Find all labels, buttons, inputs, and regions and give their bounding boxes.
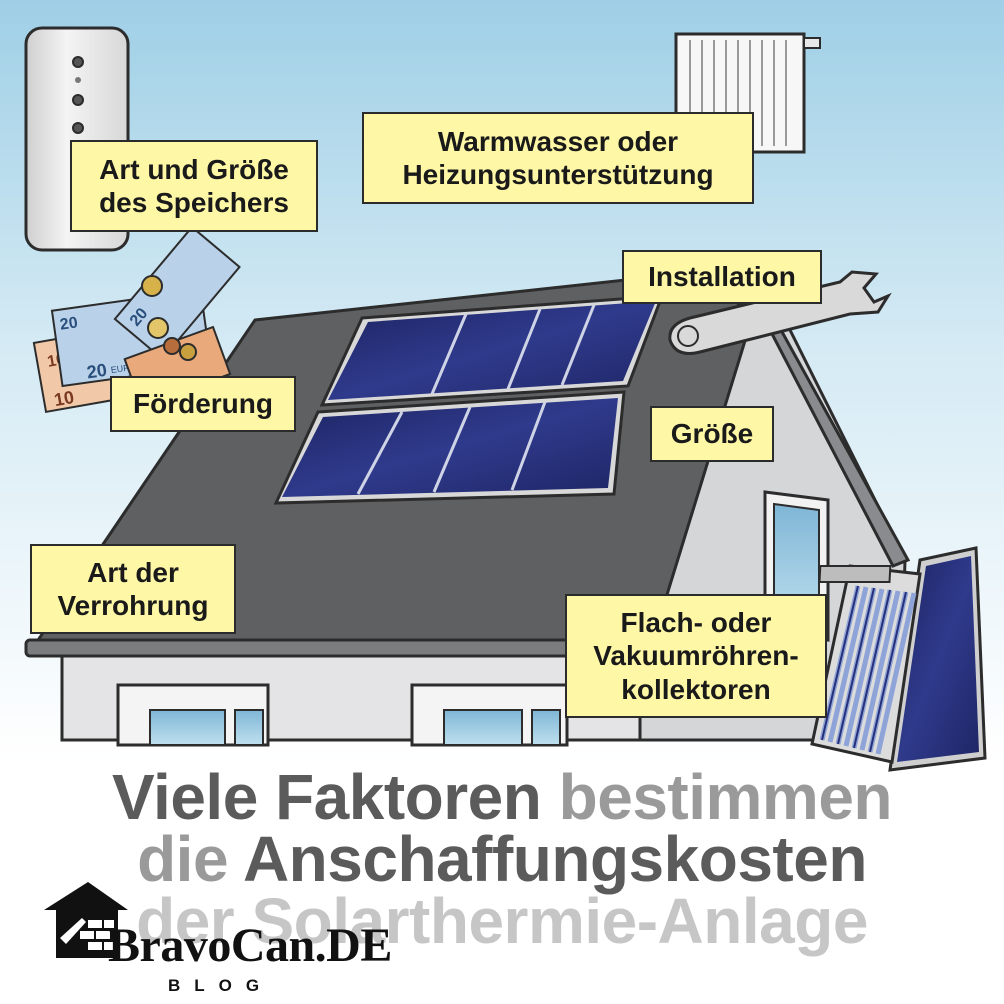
note-20-a: 20 — [59, 314, 79, 333]
label-groesse-text: Größe — [670, 418, 754, 450]
roof-gutter — [24, 638, 660, 658]
label-kollektoren: Flach- oder Vakuumröhren- kollektoren — [565, 594, 827, 718]
label-warmwasser-line2: Heizungsunterstützung — [402, 159, 714, 190]
label-groesse: Größe — [650, 406, 774, 462]
headline-line2: die Anschaffungskosten — [0, 822, 1004, 896]
headline-line1: Viele Faktoren bestimmen — [0, 760, 1004, 834]
label-verrohrung-line2: Verrohrung — [57, 590, 209, 621]
front-window-left — [116, 683, 270, 747]
label-kollektoren-line3: kollektoren — [621, 673, 771, 705]
label-verrohrung: Art der Verrohrung — [30, 544, 236, 634]
collector-samples — [810, 546, 987, 772]
label-kollektoren-line1: Flach- oder — [620, 607, 772, 639]
label-kollektoren-line2: Vakuumröhren- — [593, 640, 799, 672]
note-20-b: 20 — [85, 360, 108, 383]
logo-house-icon — [44, 882, 128, 958]
logo-wordmark: BravoCan.DE — [108, 919, 392, 972]
label-foerderung-text: Förderung — [133, 388, 273, 420]
money-icon: 10 10 20 20 EURO 20 50 — [32, 225, 241, 414]
note-10-b: 10 — [52, 387, 75, 410]
headline-line3: der Solarthermie-Anlage — [136, 885, 868, 957]
label-speicher: Art und Größe des Speichers — [70, 140, 318, 232]
label-installation: Installation — [622, 250, 822, 304]
front-window-right — [410, 683, 569, 747]
label-verrohrung-line1: Art der — [87, 556, 179, 588]
headline-line2-light: die — [137, 823, 229, 895]
label-foerderung: Förderung — [110, 376, 296, 432]
roof-solar-panels — [273, 294, 665, 505]
wrench-icon — [668, 270, 892, 355]
headline-line1-light: bestimmen — [558, 761, 893, 833]
headline-line1-strong: Viele Faktoren — [112, 761, 542, 833]
logo-subtitle: BLOG — [168, 976, 274, 995]
headline-line2-strong: Anschaffungskosten — [242, 823, 867, 895]
label-speicher-line1: Art und Größe — [99, 153, 289, 185]
label-warmwasser: Warmwasser oder Heizungsunterstützung — [362, 112, 754, 204]
label-warmwasser-line1: Warmwasser oder — [437, 125, 679, 157]
label-installation-text: Installation — [648, 261, 796, 293]
label-speicher-line2: des Speichers — [99, 187, 289, 218]
